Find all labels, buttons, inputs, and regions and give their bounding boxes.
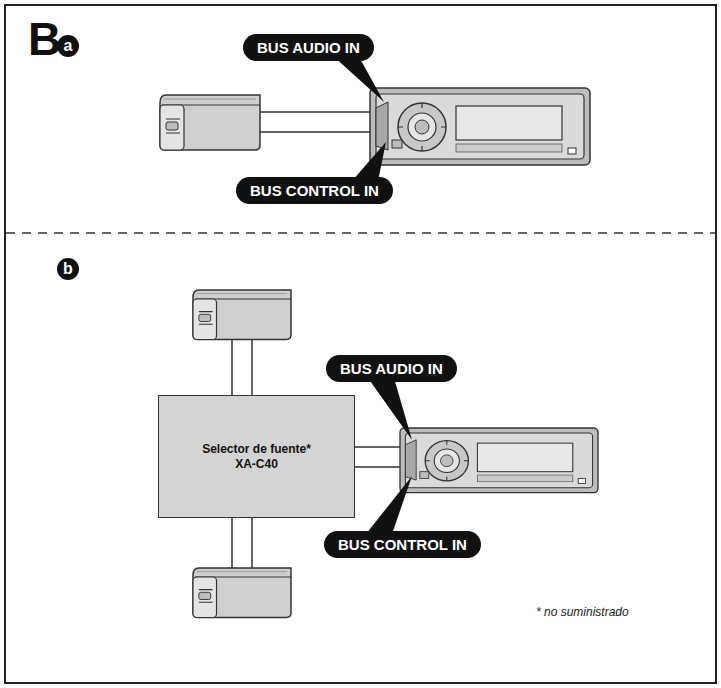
footnote: * no suministrado xyxy=(536,605,629,619)
panel-letter: B xyxy=(28,16,61,62)
frame xyxy=(5,5,716,683)
signal-label: BUS CONTROL IN xyxy=(324,531,481,558)
cable xyxy=(232,514,252,572)
callout-letter: a xyxy=(57,35,79,57)
node-text: BUS CONTROL IN xyxy=(250,182,379,199)
cd-changer xyxy=(193,568,291,618)
cable xyxy=(258,112,374,132)
selector-box: Selector de fuente* XA-C40 xyxy=(158,395,355,518)
leader-wedge xyxy=(332,55,384,102)
node-text: BUS AUDIO IN xyxy=(340,360,443,377)
head-unit xyxy=(370,88,590,165)
leader-wedge xyxy=(366,476,412,534)
signal-label: BUS CONTROL IN xyxy=(236,177,393,204)
leader-wedge xyxy=(368,378,412,440)
node-text: BUS CONTROL IN xyxy=(338,536,467,553)
node-text: BUS AUDIO IN xyxy=(257,39,360,56)
divider xyxy=(6,232,715,234)
signal-label: BUS AUDIO IN xyxy=(243,34,374,61)
cd-changer xyxy=(160,95,260,150)
cable xyxy=(232,338,252,400)
signal-label: BUS AUDIO IN xyxy=(326,355,457,382)
callout-letter: b xyxy=(57,258,79,280)
cd-changer xyxy=(193,290,291,340)
head-unit xyxy=(400,428,598,493)
leader-wedge xyxy=(352,142,386,181)
node-text: Selector de fuente* XA-C40 xyxy=(192,442,322,472)
cable xyxy=(350,447,404,467)
